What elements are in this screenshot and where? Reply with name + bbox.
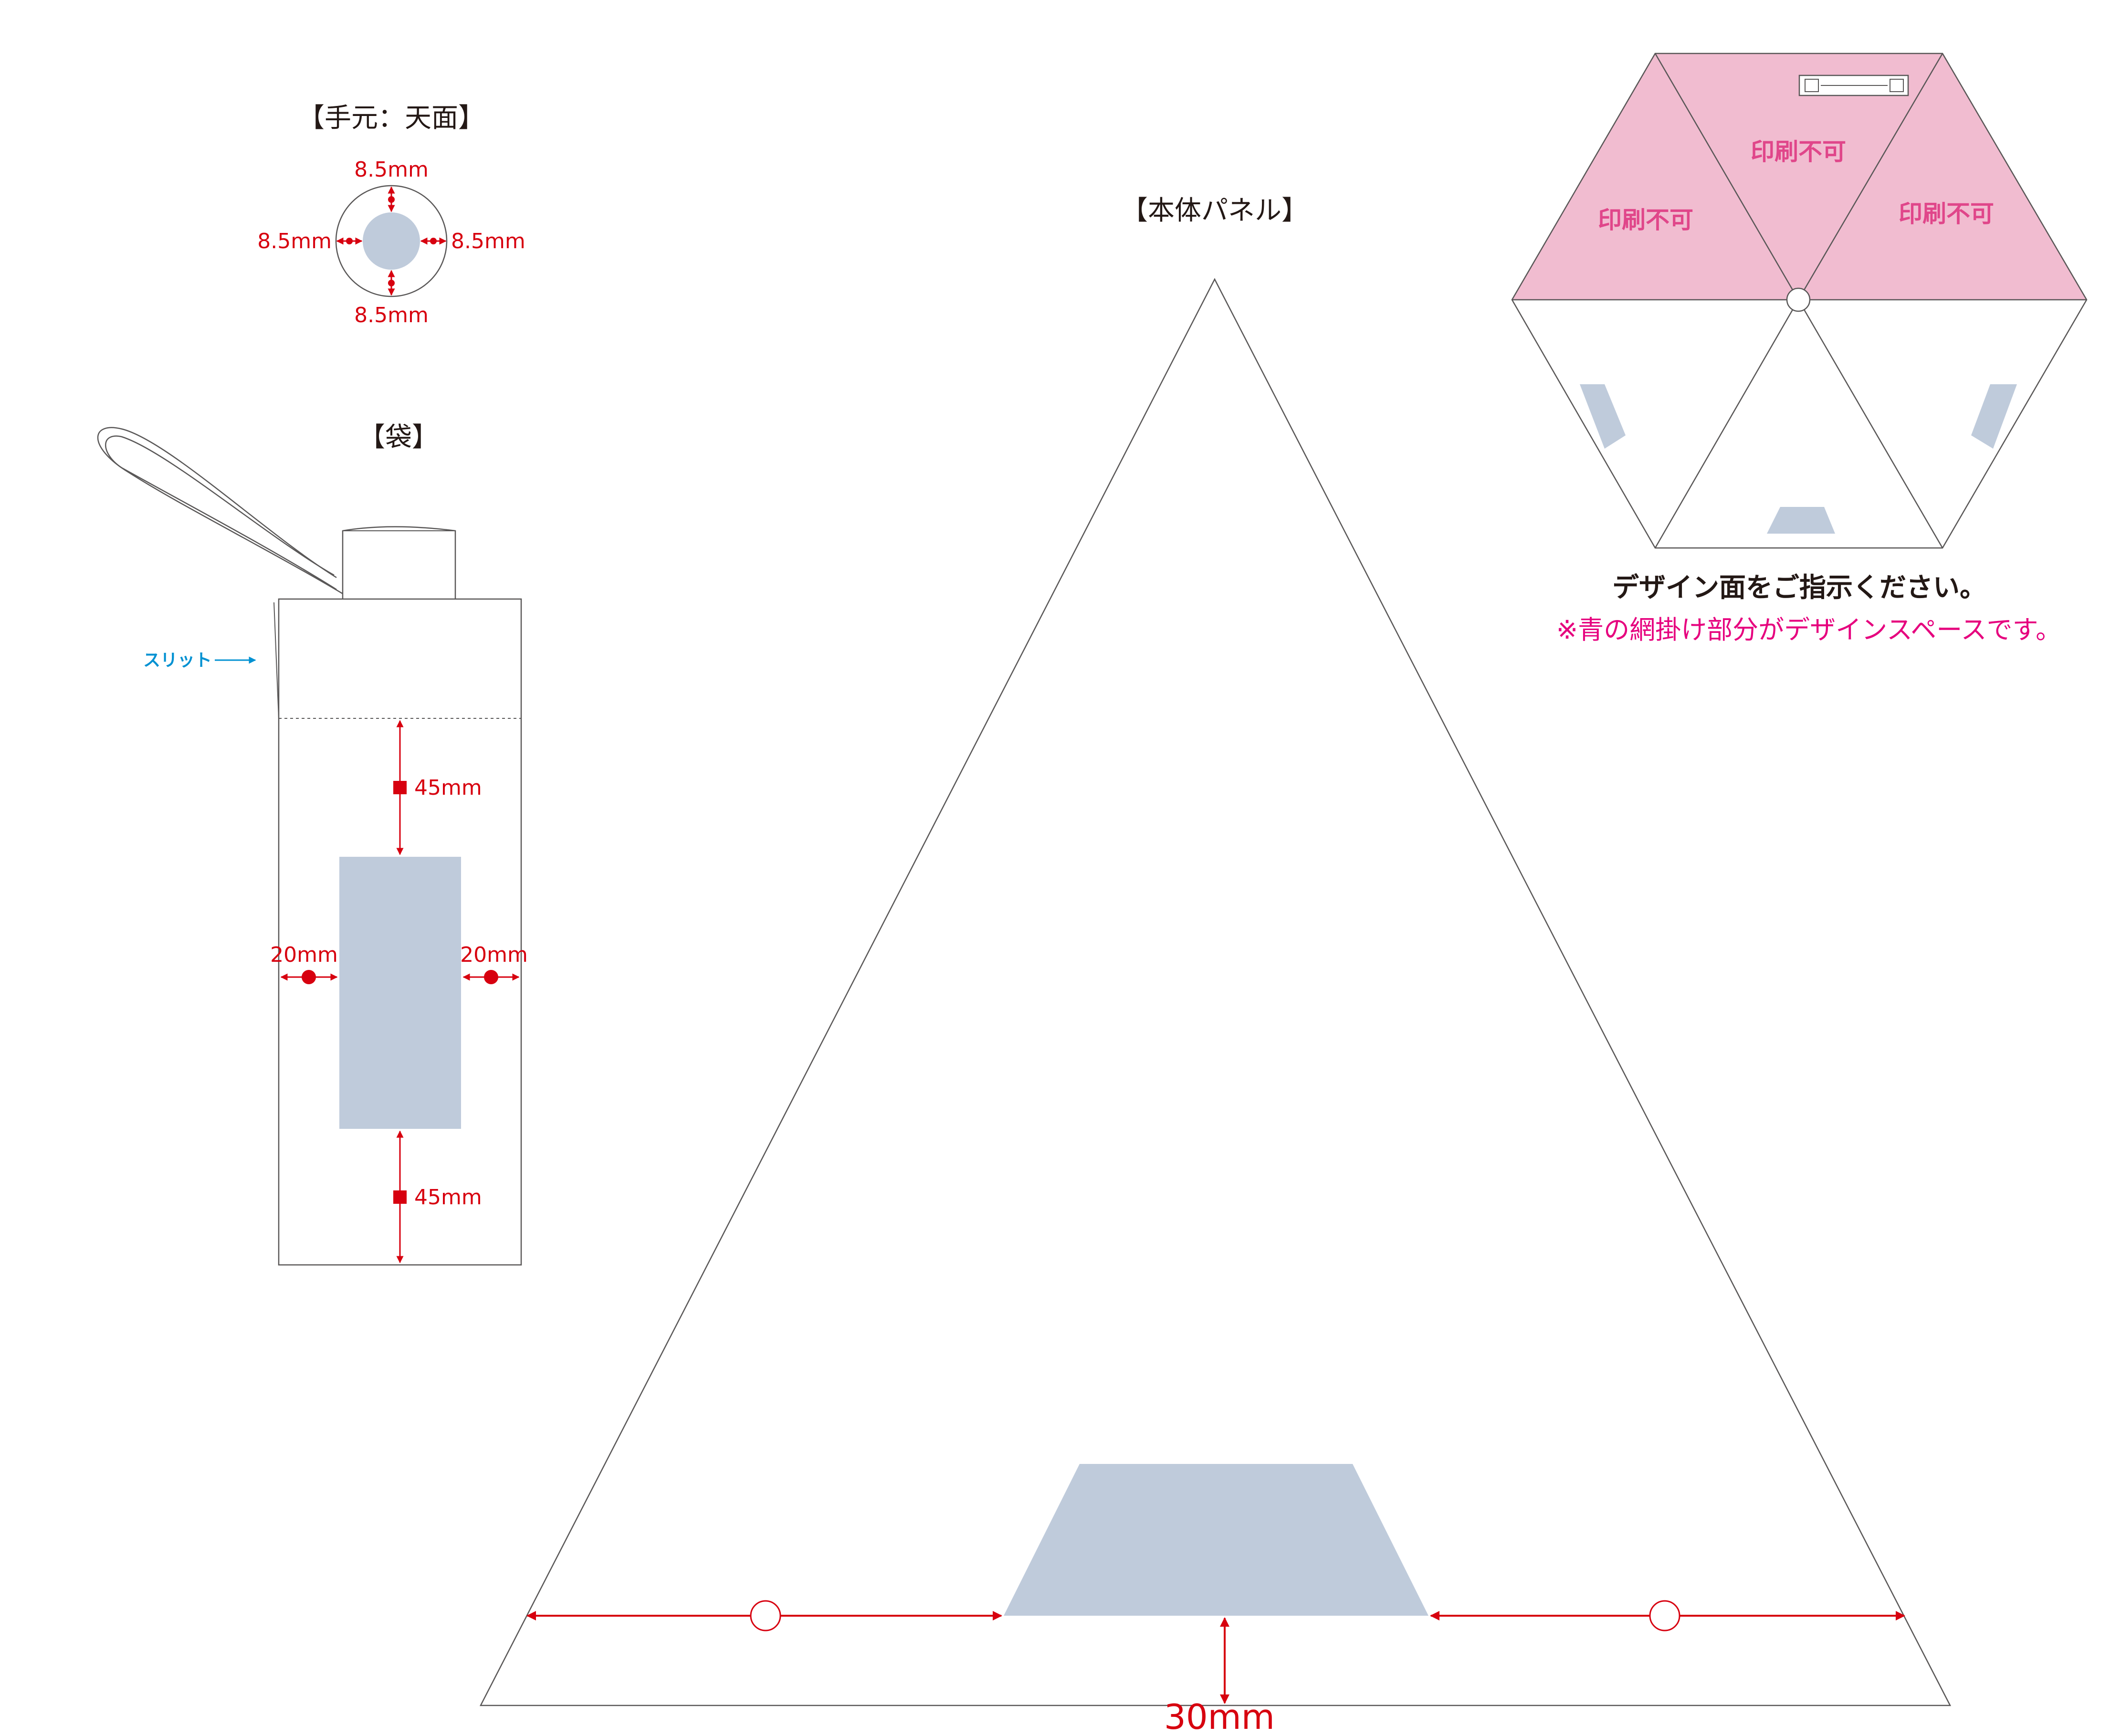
handle-dim-right-dot [430,238,437,244]
bag-dim-bottom-marker [393,1190,407,1204]
umbrella-rib-2 [1797,53,1943,300]
umbrella-rib-1 [1654,53,1799,300]
panel-dim-left-marker [750,1600,781,1631]
bag-dim-right-marker [484,970,498,984]
bag-dim-left-label: 20mm [270,943,338,967]
umbrella-strap-buckle-left [1805,79,1819,92]
umbrella-design-area-bottom [1767,507,1835,534]
bag-dim-top-label: 45mm [414,776,482,800]
umbrella-top-view: 印刷不可 印刷不可 印刷不可 デザイン面をご指示ください。 ※青の網掛け部分がデ… [1511,53,2088,645]
bag-section: 【袋】 スリット 45mm 45mm 20mm 20mm [97,422,528,1266]
bag-dim-top-marker [393,781,407,794]
umbrella-rib-4 [1654,299,1799,548]
bag-dim-left-marker [302,970,316,984]
handle-dim-right-label: 8.5mm [451,229,525,253]
design-space-note: ※青の網掛け部分がデザインスペースです。 [1556,615,2061,645]
main-panel-outline [479,278,1952,1706]
handle-dim-bottom-dot [388,280,395,286]
bag-dim-bottom-label: 45mm [414,1185,482,1210]
umbrella-rib-5 [1797,299,1943,548]
handle-dim-bottom-label: 8.5mm [354,303,429,327]
handle-top-title: 【手元：天面】 [298,103,485,134]
umbrella-center-tip [1786,287,1811,312]
bag-strap-inner [105,435,337,590]
bag-slit-edge [273,602,279,719]
handle-dim-left-dot [346,238,353,244]
umbrella-no-print-label-left: 印刷不可 [1598,206,1693,234]
bag-body-outline [278,598,522,1266]
bag-slit-label: スリット [143,651,212,670]
main-panel-design-area [1004,1464,1428,1616]
umbrella-no-print-label-right: 印刷不可 [1899,200,1994,228]
design-instruction-note: デザイン面をご指示ください。 [1612,572,1986,603]
bag-handle-cap [342,526,456,599]
panel-dim-right-marker [1649,1600,1680,1631]
bag-dim-right-label: 20mm [460,943,528,967]
umbrella-no-print-label-top: 印刷不可 [1751,138,1846,166]
umbrella-design-area-right [1971,384,2017,449]
umbrella-strap-buckle-right [1890,79,1904,92]
bag-design-area [339,857,461,1129]
handle-dim-top-dot [388,196,395,203]
handle-dim-left-label: 8.5mm [257,229,332,253]
bag-strap-outer [97,427,344,595]
handle-top-section: 【手元：天面】 8.5mm 8.5mm 8.5mm 8.5mm [257,103,525,327]
handle-dim-top-label: 8.5mm [354,158,429,182]
main-panel-title: 【本体パネル】 [1121,195,1308,226]
bag-title: 【袋】 [358,422,439,453]
main-panel-section: 【本体パネル】 30mm [479,195,1952,1736]
umbrella-design-area-left [1580,384,1626,449]
handle-design-area [363,212,420,270]
umbrella-no-print-area [1512,53,2087,300]
panel-dim-bottom-label: 30mm [1164,1697,1275,1736]
